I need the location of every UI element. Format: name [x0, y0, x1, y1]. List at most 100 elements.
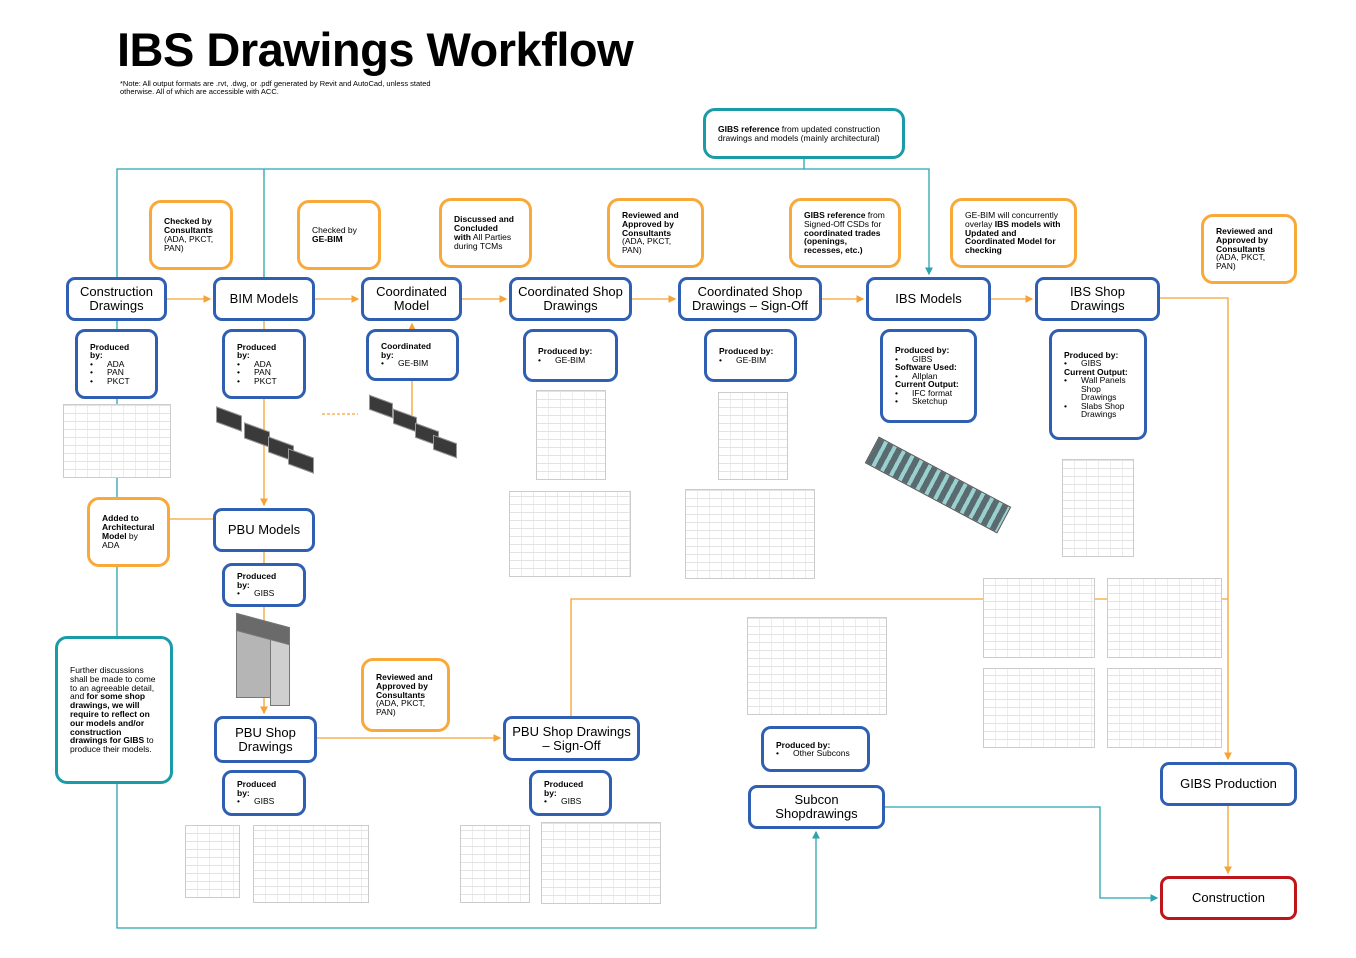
annotation-note-n6: GE-BIM will concurrently overlay IBS mod… [950, 198, 1077, 268]
produced-by-heading: Produced by: [237, 341, 277, 361]
process-node-pbusd[interactable]: PBU Shop Drawings [214, 716, 317, 763]
coordinated-model-thumbnail [365, 393, 460, 463]
bold-text: coordinated trades (openings, recesses, … [804, 227, 881, 256]
process-node-label: Subcon Shopdrawings [775, 792, 858, 821]
produced-by-box-csd: Produced by:•GE-BIM [523, 329, 618, 382]
bullet-text: PKCT [107, 375, 130, 386]
process-node-csd[interactable]: Coordinated Shop Drawings [509, 277, 632, 321]
bold-text: Discussed and Concluded with [454, 214, 514, 242]
bullet-item: • PAN [237, 368, 291, 377]
bullet-item: • Wall Panels Shop Drawings [1064, 376, 1132, 402]
produced-by-heading: Produced by: [237, 571, 277, 590]
bullet-item: •PKCT [237, 377, 291, 386]
bullet-icon: • [237, 588, 240, 599]
text: (ADA, PKCT, PAN) [376, 698, 426, 718]
bullet-icon: • [544, 796, 547, 807]
annotation-note-n2: Checked by GE-BIM [297, 200, 381, 270]
produced-by-heading: Produced by: [544, 779, 584, 798]
process-node-bim[interactable]: BIM Models [213, 277, 315, 321]
annotation-text: Reviewed and Approved by Consultants (AD… [622, 211, 689, 255]
bullet-item: •GIBS [237, 589, 291, 598]
bullet-text: Sketchup [912, 396, 948, 407]
text: All Parties during TCMs [454, 232, 512, 251]
slab-drawing-thumbnail [983, 668, 1095, 748]
annotation-text: Further discussions shall be made to com… [70, 666, 158, 754]
process-node-construction[interactable]: Construction [1160, 876, 1297, 920]
bullet-item: • GE-BIM [538, 354, 603, 365]
page-title: IBS Drawings Workflow [117, 23, 634, 76]
annotation-text: Checked by Consultants (ADA, PKCT, PAN) [164, 217, 218, 252]
bullet-item: •GIBS [895, 355, 962, 364]
process-node-ibssd[interactable]: IBS Shop Drawings [1035, 277, 1160, 321]
annotation-note-n7: Reviewed and Approved by Consultants (AD… [1201, 214, 1297, 284]
bullet-item: •Sketchup [895, 397, 962, 406]
process-node-csso[interactable]: Coordinated Shop Drawings – Sign-Off [678, 277, 822, 321]
bold-text: Checked by Consultants [164, 216, 214, 236]
produced-by-heading: Produced by: [776, 739, 831, 750]
bullet-icon: • [1064, 375, 1067, 385]
process-node-cd[interactable]: Construction Drawings [66, 277, 167, 321]
bullet-text: Slabs Shop Drawings [1081, 400, 1125, 419]
process-node-subcon[interactable]: Subcon Shopdrawings [748, 785, 885, 829]
produced-by-heading: Coordinated by: [381, 341, 432, 360]
process-node-pbuso[interactable]: PBU Shop Drawings – Sign-Off [503, 716, 640, 761]
bold-text: Reviewed and Approved by Consultants [376, 672, 433, 700]
bold-text: IBS models with Updated and Coordinated … [965, 218, 1061, 256]
bullet-text: Other Subcons [793, 748, 850, 758]
bullet-icon: • [1064, 358, 1067, 368]
produced-by-box-cm: Coordinated by:•GE-BIM [366, 329, 459, 381]
pbu-unit-3d-thumbnail [234, 612, 292, 708]
bullet-text: ADA [254, 358, 272, 369]
bullet-text: GIBS [912, 353, 933, 364]
bullet-text: PAN [254, 367, 271, 378]
process-node-cm[interactable]: Coordinated Model [361, 277, 462, 321]
wall-panel-drawing-thumbnail [983, 578, 1095, 658]
annotation-text: GIBS reference from Signed-Off CSDs for … [804, 211, 886, 255]
process-node-label: IBS Models [895, 291, 962, 306]
bim-model-thumbnail [208, 405, 318, 475]
text: (ADA, PKCT, PAN) [622, 236, 672, 256]
bold-text: Reviewed and Approved by Consultants [1216, 226, 1273, 254]
construction-drawing-thumbnail [63, 404, 171, 478]
annotation-note-n1: Checked by Consultants (ADA, PKCT, PAN) [149, 200, 233, 270]
process-node-label: Coordinated Shop Drawings [518, 284, 623, 313]
shop-drawing-thumbnail [509, 491, 631, 577]
bullet-icon: • [90, 367, 93, 378]
bold-text: GIBS reference [804, 210, 866, 220]
teal-connector [116, 321, 820, 929]
bullet-item: •GIBS [544, 797, 597, 806]
text: by ADA [102, 531, 138, 550]
bullet-item: •Slabs Shop Drawings [1064, 400, 1132, 419]
process-node-pbu[interactable]: PBU Models [213, 508, 315, 552]
bullet-icon: • [895, 370, 898, 381]
bold-text: Added to Architectural Model [102, 513, 155, 541]
bullet-icon: • [538, 354, 541, 365]
slab-drawing-thumbnail [1107, 668, 1222, 748]
annotation-note-n4: Reviewed and Approved by Consultants (AD… [607, 198, 704, 268]
produced-by-heading: Produced by: [237, 779, 277, 798]
produced-by-heading: Produced by: [895, 345, 950, 356]
process-node-gibsprod[interactable]: GIBS Production [1160, 762, 1297, 806]
bullet-text: GE-BIM [555, 354, 586, 365]
bullet-item: •ADA [237, 360, 291, 369]
bullet-text: IFC format [912, 387, 953, 398]
produced-by-box-bim: Produced by:•ADA• PAN•PKCT [222, 329, 306, 399]
bullet-text: PAN [107, 367, 124, 378]
bullet-icon: • [90, 358, 93, 369]
bullet-icon: • [895, 387, 898, 398]
produced-by-box-pbu: Produced by:•GIBS [222, 563, 306, 607]
text: Further discussions shall be made to com… [70, 665, 156, 702]
process-node-label: BIM Models [229, 291, 299, 306]
bullet-icon: • [237, 796, 240, 807]
annotation-text: Discussed and Concluded with All Parties… [454, 215, 517, 250]
bullet-text: GIBS [1081, 358, 1102, 368]
bullet-item: •GE-BIM [719, 355, 782, 365]
bullet-text: Wall Panels Shop Drawings [1081, 375, 1126, 402]
bullet-icon: • [237, 367, 240, 378]
process-node-ibs[interactable]: IBS Models [866, 277, 991, 321]
annotation-text: GIBS reference from updated construction… [718, 124, 890, 143]
bullet-text: ADA [107, 358, 125, 369]
ibs-model-thumbnail [853, 436, 1013, 534]
